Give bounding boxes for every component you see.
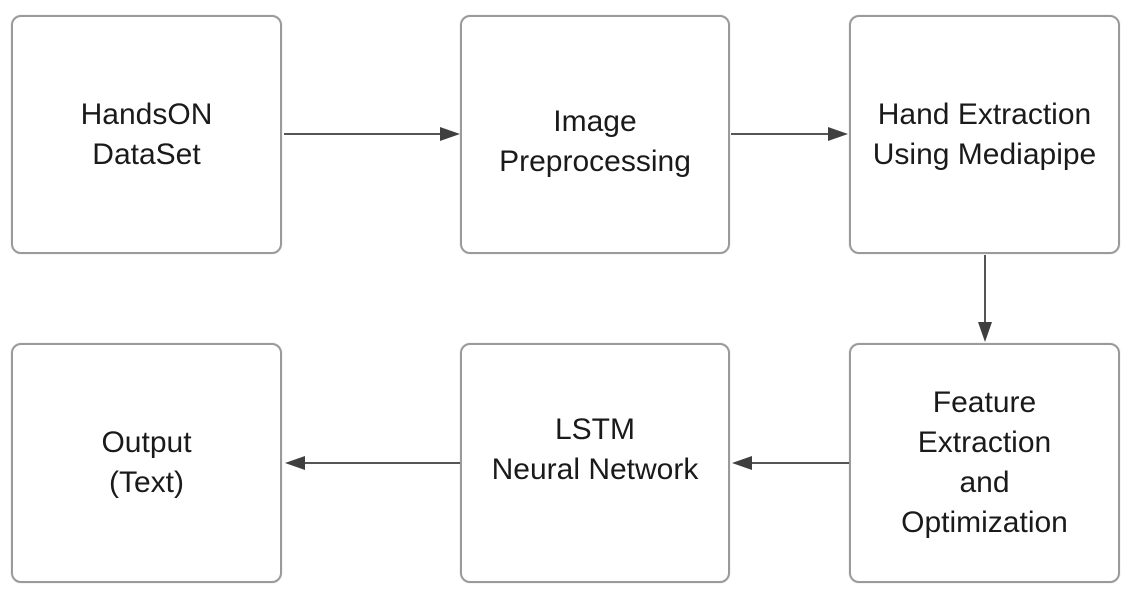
node-label-line: Hand Extraction bbox=[877, 97, 1092, 131]
node-lstm-network: LSTM Neural Network bbox=[460, 343, 730, 583]
node-label-line: Optimization bbox=[901, 506, 1068, 539]
node-label-line: Image bbox=[553, 105, 637, 138]
arrowhead-icon bbox=[440, 127, 460, 141]
node-label-line: Preprocessing bbox=[499, 145, 691, 178]
edge-preprocessing-to-hand-extraction bbox=[731, 127, 848, 141]
arrowhead-icon bbox=[828, 127, 848, 141]
node-feature-extraction: Feature Extraction and Optimization bbox=[849, 343, 1120, 583]
node-image-preprocessing: Image Preprocessing bbox=[460, 15, 730, 254]
edge-feature-extraction-to-lstm bbox=[732, 456, 850, 470]
node-handson-dataset: HandsON DataSet bbox=[11, 15, 282, 254]
node-label-line: HandsON bbox=[80, 97, 213, 131]
node-label-line: Extraction bbox=[917, 426, 1052, 459]
node-label-line: Output bbox=[101, 426, 192, 459]
node-label-line: Neural Network bbox=[491, 453, 699, 486]
arrowhead-icon bbox=[732, 456, 752, 470]
arrowhead-icon bbox=[978, 322, 992, 342]
arrowhead-icon bbox=[285, 456, 305, 470]
node-hand-extraction: Hand Extraction Using Mediapipe bbox=[849, 15, 1120, 254]
node-label-line: LSTM bbox=[554, 413, 635, 446]
edge-lstm-to-output bbox=[285, 456, 462, 470]
node-label-line: DataSet bbox=[92, 137, 201, 171]
node-label-line: (Text) bbox=[109, 466, 184, 499]
node-output-text: Output (Text) bbox=[11, 343, 282, 583]
node-label-line: Using Mediapipe bbox=[872, 137, 1097, 171]
node-label-line: Feature bbox=[932, 386, 1037, 419]
edge-dataset-to-preprocessing bbox=[284, 127, 460, 141]
node-label-line: and bbox=[959, 466, 1010, 499]
edge-hand-extraction-to-feature-extraction bbox=[978, 255, 992, 342]
